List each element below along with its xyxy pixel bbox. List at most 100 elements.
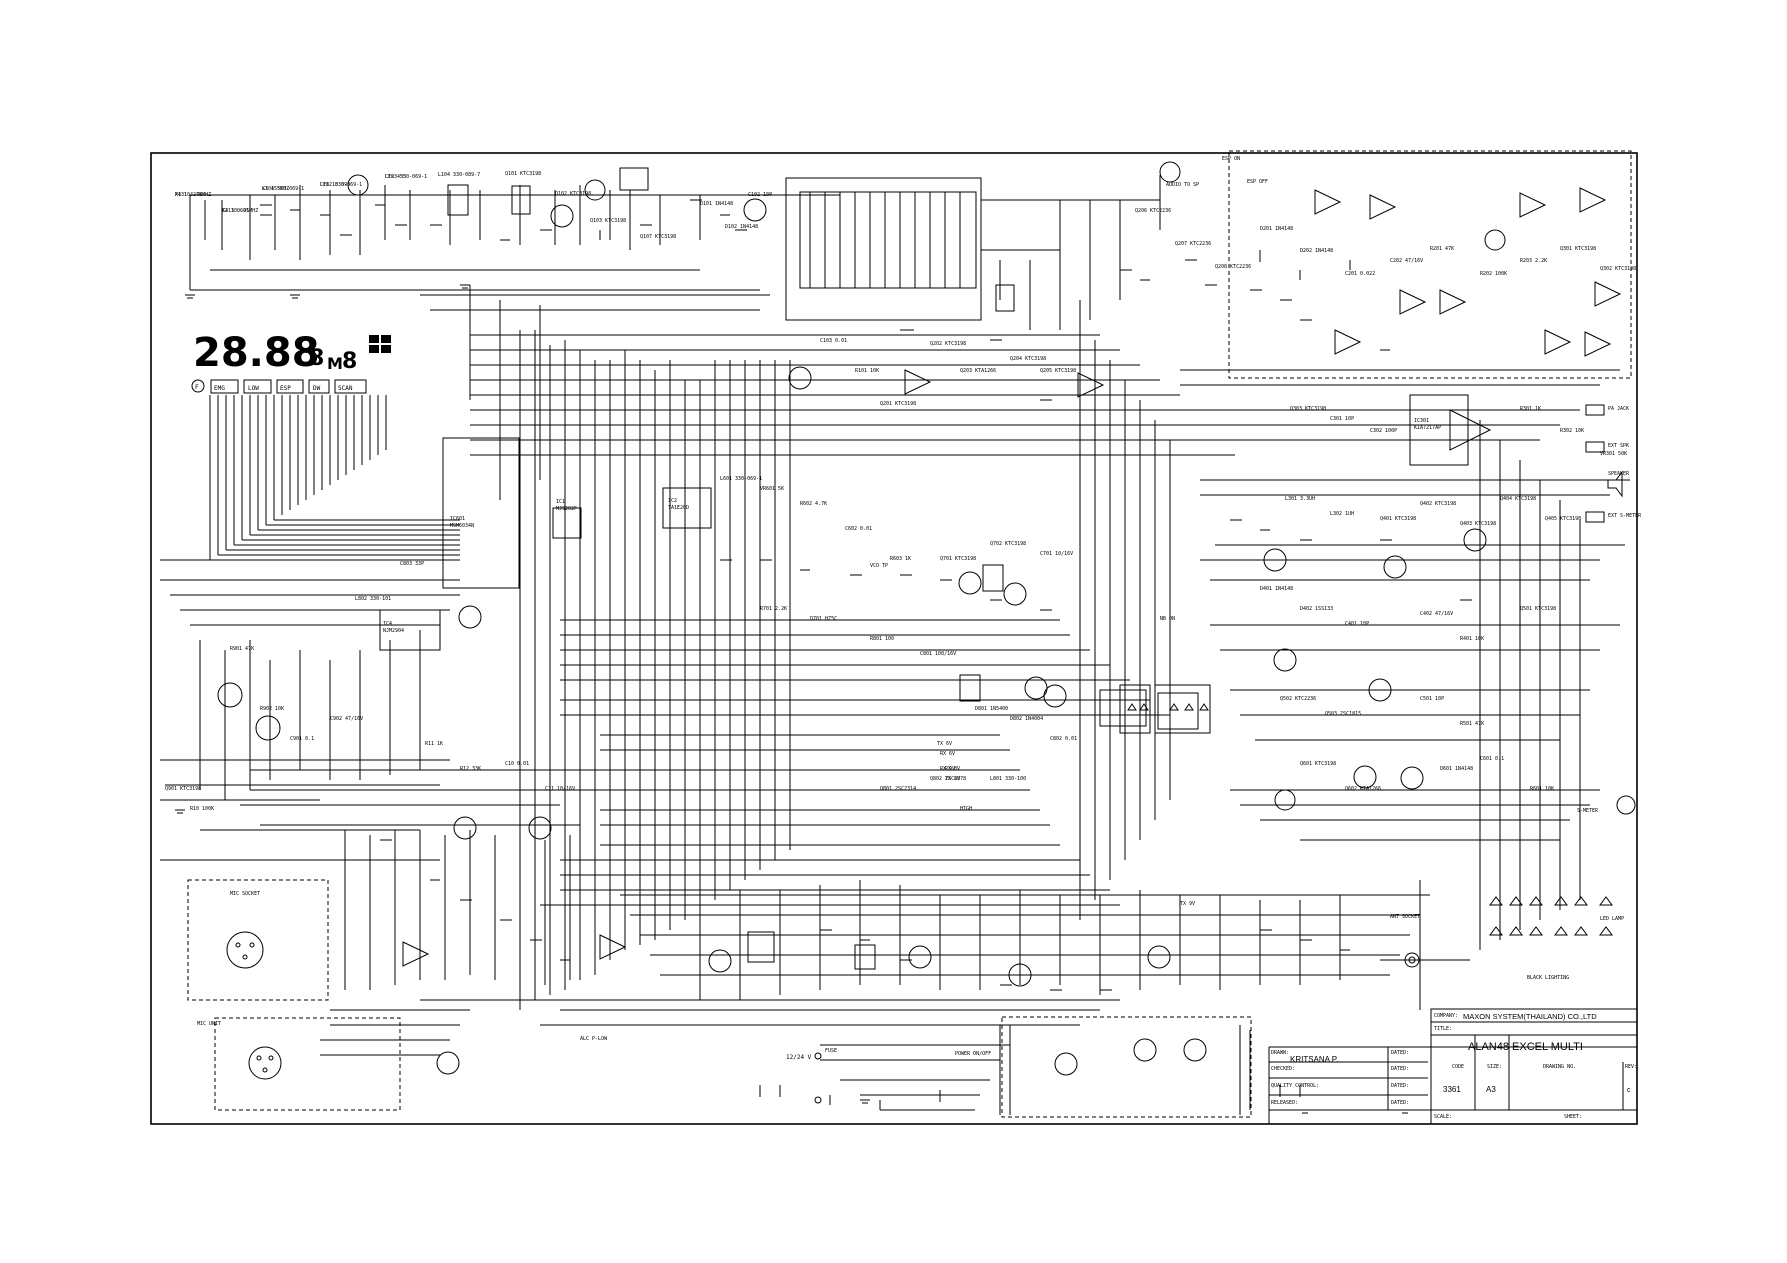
component-label: Q401 KTC3198 xyxy=(1380,516,1416,522)
net-label: TX 6V xyxy=(937,741,952,747)
rev-caption: REV: xyxy=(1625,1064,1637,1070)
dated-caption-2: DATED: xyxy=(1391,1066,1409,1072)
net-label: TX 8V xyxy=(945,776,960,782)
component-label: R501 47K xyxy=(1460,721,1484,727)
led-lamp-label: LED LAMP xyxy=(1600,916,1624,922)
dashed-modules xyxy=(187,150,1632,1118)
net-label: RX 6V xyxy=(940,751,955,757)
company-caption: COMPANY: xyxy=(1434,1013,1458,1019)
component-label: L302 1UH xyxy=(1330,511,1354,517)
title-block: COMPANY: MAXON SYSTEM(THAILAND) CO.,LTD … xyxy=(1268,1008,1638,1125)
lcd-button-f-label: F xyxy=(195,384,199,391)
rev-value: c xyxy=(1627,1087,1631,1094)
net-label: RX 8V xyxy=(945,766,960,772)
component-label: C10 0.01 xyxy=(505,761,529,767)
connector-labels: 12/24 V FUSE POWER ON/OFF MIC UNIT MIC S… xyxy=(197,406,1642,1061)
component-label: Q101 KTC3198 xyxy=(505,171,541,177)
scale-caption: SCALE: xyxy=(1434,1114,1452,1120)
drawing-title: ALAN48 EXCEL MULTI xyxy=(1468,1041,1583,1053)
ic-ref-label: IC301 xyxy=(1414,418,1429,424)
mic-unit-box xyxy=(214,1017,401,1111)
drawing-no-caption: DRAWING NO. xyxy=(1543,1064,1576,1070)
ic-ref-label: IC601 xyxy=(450,516,465,522)
component-label: X3 455KHZ xyxy=(262,186,289,192)
lcd-segment-lines xyxy=(209,395,460,561)
lcd-icon-block-3 xyxy=(369,345,379,353)
checked-caption: CHECKED: xyxy=(1271,1066,1295,1072)
component-label: R302 10K xyxy=(1560,428,1584,434)
lcd-button-esp-label: ESP xyxy=(280,385,291,392)
sheet-caption: SHEET: xyxy=(1564,1114,1582,1120)
quality-caption: QUALITY CONTROL: xyxy=(1271,1083,1319,1089)
component-label: D601 1N4148 xyxy=(1440,766,1473,772)
ic-part-label: KIA7217AP xyxy=(1414,425,1441,431)
ext-smeter-label: EXT S-METER xyxy=(1608,513,1642,519)
drawn-caption: DRAWN: xyxy=(1271,1050,1289,1056)
ic-blocks xyxy=(379,394,1469,730)
title-caption: TITLE: xyxy=(1434,1026,1452,1032)
dated-caption-3: DATED: xyxy=(1391,1083,1409,1089)
ic-labels: IC601MSM6034NIC2TA1E20DIC1MJ9202FIC301KI… xyxy=(383,418,1441,634)
component-label: R901 47K xyxy=(230,646,254,652)
size-caption: SIZE: xyxy=(1487,1064,1502,1070)
component-label: Q801 2SC2314 xyxy=(880,786,916,792)
lcd-unit: M xyxy=(327,354,343,373)
component-label: D401 1N4148 xyxy=(1260,586,1293,592)
component-label: Q602 KTA1266 xyxy=(1345,786,1381,792)
component-label: R603 1K xyxy=(890,556,911,562)
component-label: R701 2.2K xyxy=(760,606,787,612)
component-label: Q503 2SC1815 xyxy=(1325,711,1361,717)
released-caption: RELEASED: xyxy=(1271,1100,1298,1106)
component-label: Q404 KTC3198 xyxy=(1500,496,1536,502)
ant-socket-label: ANT SOCKET xyxy=(1390,914,1420,920)
component-label: R201 47K xyxy=(1430,246,1454,252)
component-label: Q208 KTC2236 xyxy=(1215,264,1251,270)
component-label: Q502 KTC2236 xyxy=(1280,696,1316,702)
ic-ref-label: IC1 xyxy=(556,499,565,505)
regulator-box xyxy=(1001,1016,1252,1118)
component-label: Q403 KTC3198 xyxy=(1460,521,1496,527)
mic-unit-label: MIC UNIT xyxy=(197,1021,221,1027)
pa-jack-label: PA JACK xyxy=(1608,406,1629,412)
component-label: R202 100K xyxy=(1480,271,1507,277)
ic-ref-label: IC2 xyxy=(668,498,677,504)
component-label: C801 100/16V xyxy=(920,651,956,657)
component-label: C401 10P xyxy=(1345,621,1369,627)
component-label: L801 330-100 xyxy=(990,776,1026,782)
component-label: D701 HZ5C xyxy=(810,616,837,622)
lcd-button-dw: DW xyxy=(308,379,330,394)
component-label: Q702 KTC3198 xyxy=(990,541,1026,547)
component-label: Q103 KTC3198 xyxy=(590,218,626,224)
component-label: D102 1N4148 xyxy=(725,224,758,230)
component-label: D101 1N4148 xyxy=(700,201,733,207)
component-label: R10 100K xyxy=(190,806,214,812)
opamps xyxy=(402,187,1622,967)
lcd-button-scan: SCAN xyxy=(334,379,367,394)
lcd-button-emg: EMG xyxy=(210,379,239,394)
mic-socket-box xyxy=(187,879,329,1001)
ic-part-label: MSM6034N xyxy=(450,523,474,529)
net-label: RX 9V xyxy=(940,766,955,772)
component-label: R431 4.7K xyxy=(175,192,202,198)
code-caption: CODE xyxy=(1452,1064,1464,1070)
component-label: C602 0.01 xyxy=(845,526,872,532)
component-label: D801 1N5400 xyxy=(975,706,1008,712)
ext-spk-label: EXT SPK xyxy=(1608,443,1629,449)
component-label: Q107 KTC3198 xyxy=(640,234,676,240)
component-label: L601 330-069-1 xyxy=(720,476,762,482)
component-label: Q405 KTC3198 xyxy=(1545,516,1581,522)
component-label: D201 1N4148 xyxy=(1260,226,1293,232)
component-label: L103 330-069-1 xyxy=(385,174,427,180)
component-label: C202 47/16V xyxy=(1390,258,1423,264)
component-label: D202 1N4148 xyxy=(1300,248,1333,254)
net-label: AUDIO TO SP xyxy=(1166,182,1199,188)
component-label: CF1 10.695 xyxy=(320,182,350,188)
component-label: Q203 KTA1266 xyxy=(960,368,996,374)
black-lighting-label: BLACK LIGHTING xyxy=(1527,975,1569,981)
component-label: Q205 KTC3198 xyxy=(1040,368,1076,374)
component-label: C301 10P xyxy=(1330,416,1354,422)
component-label: C402 47/16V xyxy=(1420,611,1453,617)
ic-part-label: NJM2904 xyxy=(383,628,404,634)
smeter-label: S-METER xyxy=(1577,808,1599,814)
